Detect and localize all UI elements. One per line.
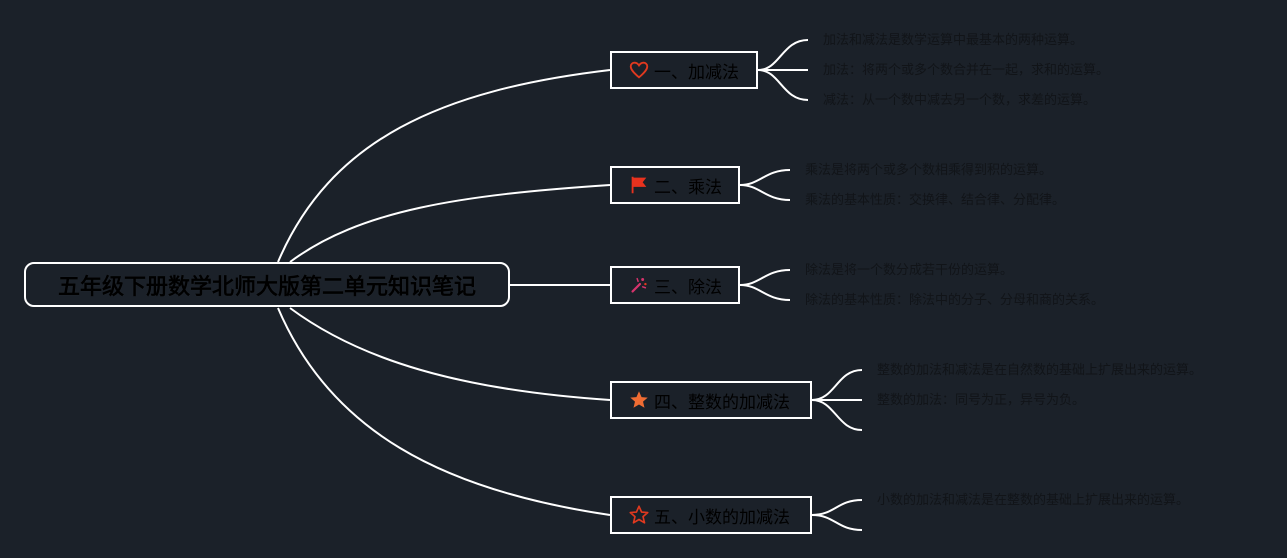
- star-filled-icon: [628, 389, 650, 411]
- connector-root-topic-1: [277, 69, 611, 263]
- root-node[interactable]: 五年级下册数学北师大版第二单元知识笔记: [24, 262, 510, 307]
- topic-label: 二、乘法: [654, 177, 722, 198]
- flag-icon: [628, 174, 650, 196]
- connector-topic-3-notes: [739, 269, 791, 301]
- topic-node-division[interactable]: 三、除法: [610, 266, 740, 304]
- note-item[interactable]: 乘法的基本性质：交换律、结合律、分配律。: [805, 193, 1066, 208]
- connector-topic-5-notes: [811, 499, 863, 531]
- connector-topic-4-notes: [811, 369, 863, 431]
- topic-node-multiplication[interactable]: 二、乘法: [610, 166, 740, 204]
- note-item[interactable]: 除法的基本性质：除法中的分子、分母和商的关系。: [805, 293, 1105, 308]
- connector-root-topic-2: [289, 184, 611, 263]
- topic-label: 三、除法: [654, 277, 722, 298]
- connector-topic-2-notes: [739, 169, 791, 201]
- topic-label: 一、加减法: [654, 62, 739, 83]
- note-item[interactable]: 小数的加法和减法是在整数的基础上扩展出来的运算。: [877, 493, 1190, 508]
- topic-node-decimal-add-subtract[interactable]: 五、小数的加减法: [610, 496, 812, 534]
- note-item[interactable]: 乘法是将两个或多个数相乘得到积的运算。: [805, 163, 1053, 178]
- connector-root-topic-4: [289, 307, 611, 401]
- heart-icon: [628, 59, 650, 81]
- topic-node-addition-subtraction[interactable]: 一、加减法: [610, 51, 758, 89]
- topic-label: 四、整数的加减法: [654, 392, 790, 413]
- note-item[interactable]: 整数的加法：同号为正，异号为负。: [877, 393, 1086, 408]
- note-item[interactable]: 整数的加法和减法是在自然数的基础上扩展出来的运算。: [877, 363, 1203, 378]
- connector-root-topic-5: [277, 307, 611, 516]
- note-item[interactable]: 加法：将两个或多个数合并在一起，求和的运算。: [823, 63, 1110, 78]
- root-title: 五年级下册数学北师大版第二单元知识笔记: [57, 274, 476, 300]
- party-popper-icon: [628, 274, 650, 296]
- note-item[interactable]: 加法和减法是数学运算中最基本的两种运算。: [823, 33, 1084, 48]
- topic-node-integer-add-subtract[interactable]: 四、整数的加减法: [610, 381, 812, 419]
- note-item[interactable]: 除法是将一个数分成若干份的运算。: [805, 263, 1014, 278]
- connector-topic-1-notes: [757, 39, 809, 101]
- note-item[interactable]: 减法：从一个数中减去另一个数，求差的运算。: [823, 93, 1097, 108]
- topic-label: 五、小数的加减法: [654, 507, 790, 528]
- star-outline-icon: [628, 504, 650, 526]
